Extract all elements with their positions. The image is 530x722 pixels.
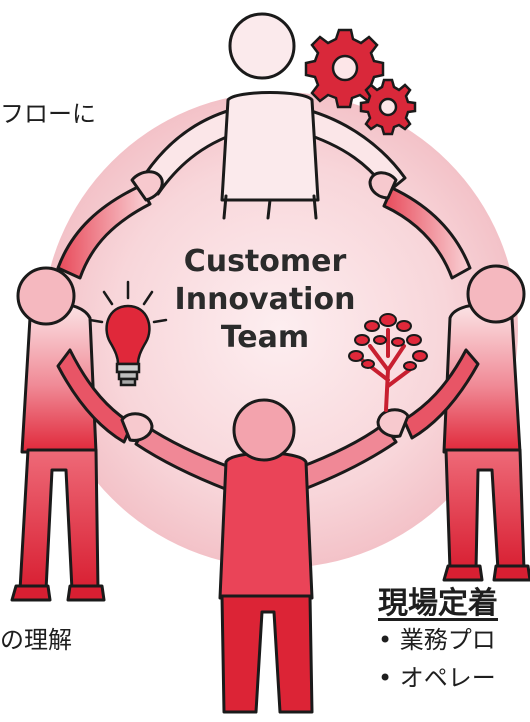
person-right-head xyxy=(466,264,526,324)
person-left-arm-lower xyxy=(56,348,134,444)
center-title-line1: Customer xyxy=(183,244,347,279)
left-text-fragment-bottom: の理解 xyxy=(0,626,72,654)
person-bottom xyxy=(120,398,410,714)
person-bottom-arm-left xyxy=(134,424,234,492)
lightbulb-icon xyxy=(88,280,168,387)
person-left-feet xyxy=(10,584,106,602)
person-left xyxy=(10,170,164,602)
person-top-head xyxy=(228,12,296,80)
person-left-legs xyxy=(18,448,100,592)
person-top-torso xyxy=(220,91,320,202)
person-bottom-head xyxy=(232,398,296,462)
left-text-fragment-top: フローに xyxy=(0,100,96,128)
person-bottom-legs xyxy=(220,594,314,714)
section-heading: 現場定着 xyxy=(378,586,498,621)
person-left-hand-upper xyxy=(130,170,164,202)
person-left-head xyxy=(16,266,76,326)
person-bottom-hand-left xyxy=(120,412,154,442)
person-right-arm-upper xyxy=(382,186,472,280)
bullet-item: • 業務プロ xyxy=(378,626,496,654)
person-top-arm-right xyxy=(298,106,407,194)
person-bottom-torso xyxy=(218,451,314,600)
person-right-feet xyxy=(442,564,530,582)
person-top-legs xyxy=(222,194,318,220)
bullet-item: • オペレー xyxy=(378,664,496,692)
person-bottom-hand-right xyxy=(376,408,410,438)
person-right xyxy=(368,171,530,582)
person-right-arm-lower xyxy=(402,348,480,440)
person-right-legs xyxy=(444,448,526,572)
tree-icon xyxy=(348,313,428,412)
center-title-line3: Team xyxy=(220,320,310,355)
person-top xyxy=(138,12,407,220)
center-title-line2: Innovation xyxy=(174,282,356,317)
person-right-hand-upper xyxy=(368,171,398,200)
gear-icon xyxy=(304,28,417,136)
person-bottom-arm-right xyxy=(296,422,398,492)
